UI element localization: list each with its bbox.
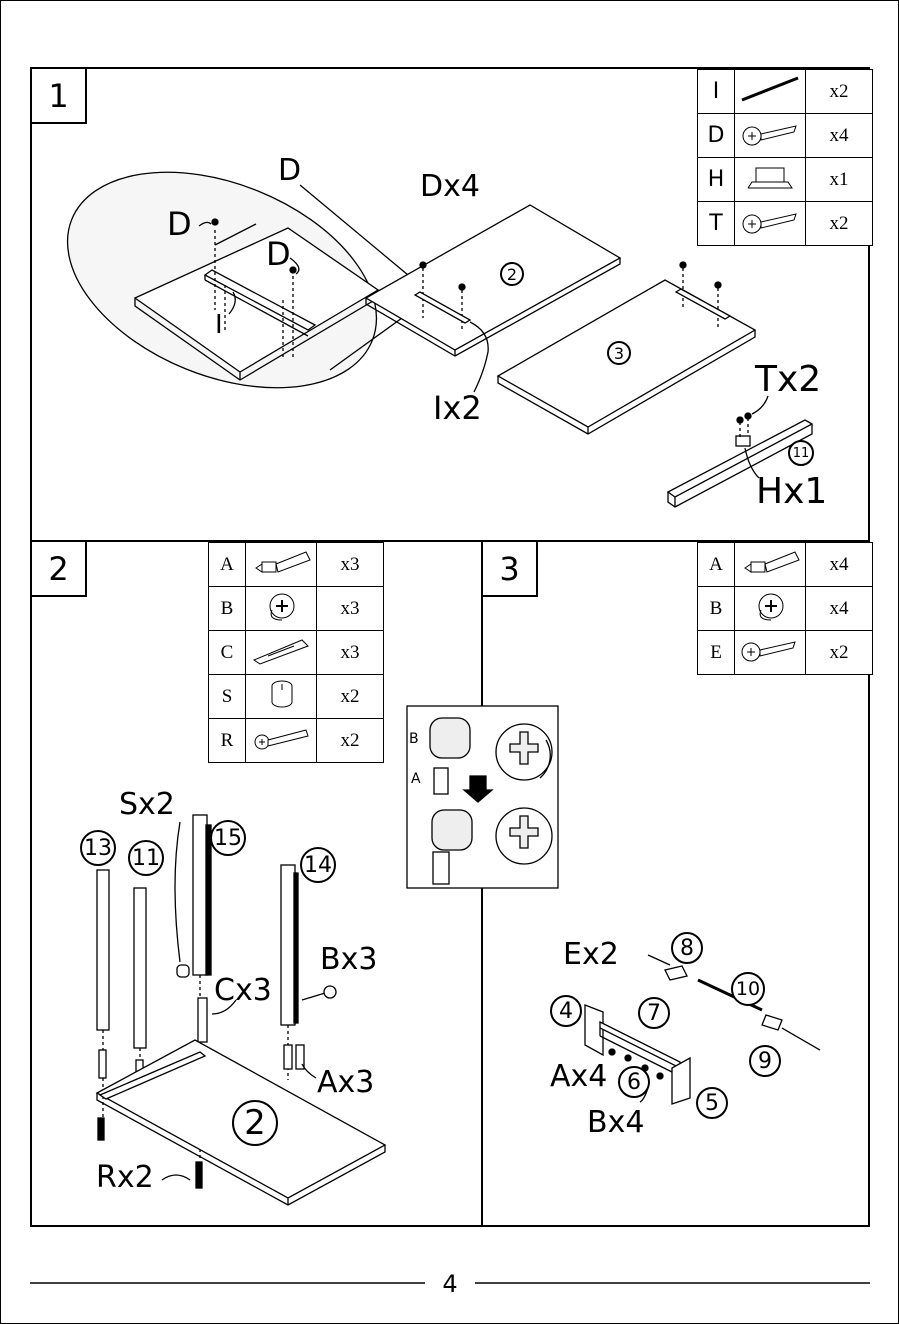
bracket-icon <box>738 162 802 192</box>
part-number-11: 11 <box>128 840 164 876</box>
part-number-2: 2 <box>500 262 524 286</box>
label-ax4: Ax4 <box>550 1062 607 1092</box>
label-i: I <box>215 312 223 338</box>
step1-parts-table: I x2 D x4 H x1 T x2 <box>697 69 873 246</box>
label-hx1: Hx1 <box>756 474 827 510</box>
part-number-3: 3 <box>607 341 631 365</box>
part-code: H <box>698 158 735 202</box>
part-number-6: 6 <box>618 1066 650 1098</box>
parts-row: A x4 <box>698 543 873 587</box>
part-qty: x2 <box>317 675 384 719</box>
part-qty: x4 <box>806 543 873 587</box>
part-qty: x2 <box>806 631 873 675</box>
parts-row: S x2 <box>209 675 384 719</box>
part-code: B <box>209 587 246 631</box>
cam-lock-detail <box>407 706 558 888</box>
label-bx4: Bx4 <box>587 1108 644 1138</box>
barrel-nut-icon <box>248 678 314 710</box>
part-code: A <box>209 543 246 587</box>
part-qty: x3 <box>317 631 384 675</box>
parts-row: I x2 <box>698 70 873 114</box>
parts-row: B x4 <box>698 587 873 631</box>
part-number-13: 13 <box>80 830 116 866</box>
label-cx3: Cx3 <box>214 976 272 1006</box>
label-tx2: Tx2 <box>755 362 821 398</box>
part-number-9: 9 <box>749 1045 781 1077</box>
parts-row: H x1 <box>698 158 873 202</box>
label-ex2: Ex2 <box>563 940 619 970</box>
parts-row: D x4 <box>698 114 873 158</box>
part-code: D <box>698 114 735 158</box>
parts-row: B x3 <box>209 587 384 631</box>
part-qty: x3 <box>317 543 384 587</box>
label-ix2: Ix2 <box>433 392 482 424</box>
cam-detail-label-a: A <box>411 772 421 786</box>
step3-parts-table: A x4 B x4 E x2 <box>697 542 873 675</box>
label-sx2: Sx2 <box>119 790 175 820</box>
part-number-4: 4 <box>550 995 582 1027</box>
cam-bolt-icon <box>737 546 803 578</box>
part-qty: x3 <box>317 587 384 631</box>
parts-row: T x2 <box>698 202 873 246</box>
part-qty: x2 <box>317 719 384 763</box>
label-bx3: Bx3 <box>320 945 377 975</box>
rod-icon <box>738 74 802 104</box>
parts-row: A x3 <box>209 543 384 587</box>
label-d-top: D <box>278 156 301 186</box>
cam-lock-icon <box>248 590 314 622</box>
step1-detail-ellipse <box>36 130 408 429</box>
dowel-icon <box>248 634 314 666</box>
part-code: I <box>698 70 735 114</box>
part-qty: x1 <box>806 158 873 202</box>
label-ax3: Ax3 <box>317 1068 374 1098</box>
parts-row: C x3 <box>209 631 384 675</box>
part-qty: x2 <box>806 202 873 246</box>
part-code: B <box>698 587 735 631</box>
part-code: R <box>209 719 246 763</box>
part-number-10: 10 <box>731 972 765 1006</box>
cam-detail-label-b: B <box>409 732 419 746</box>
part-qty: x4 <box>806 114 873 158</box>
cam-bolt-icon <box>248 546 314 578</box>
screw-icon <box>738 206 802 236</box>
part-code: E <box>698 631 735 675</box>
bolt-icon <box>248 722 314 754</box>
part-qty: x2 <box>806 70 873 114</box>
part-code: S <box>209 675 246 719</box>
part-number-14: 14 <box>300 847 336 883</box>
part-code: C <box>209 631 246 675</box>
screw-icon <box>738 118 802 148</box>
part-code: A <box>698 543 735 587</box>
step2-parts-table: A x3 B x3 C x3 S x2 R x2 <box>208 542 384 763</box>
part-number-8: 8 <box>671 932 703 964</box>
label-dx4: Dx4 <box>420 172 480 202</box>
part-number-15: 15 <box>210 820 246 856</box>
part-number-5: 5 <box>696 1087 728 1119</box>
label-d-left: D <box>167 208 192 240</box>
part-number-7: 7 <box>638 997 670 1029</box>
part-number-2: 2 <box>232 1100 278 1146</box>
parts-row: E x2 <box>698 631 873 675</box>
label-d-right: D <box>266 238 291 270</box>
screw-icon <box>737 634 803 666</box>
cam-lock-icon <box>737 590 803 622</box>
part-number-11: 11 <box>788 440 814 466</box>
label-rx2: Rx2 <box>96 1163 154 1193</box>
part-code: T <box>698 202 735 246</box>
part-qty: x4 <box>806 587 873 631</box>
page-number: 4 <box>430 1270 470 1298</box>
parts-row: R x2 <box>209 719 384 763</box>
